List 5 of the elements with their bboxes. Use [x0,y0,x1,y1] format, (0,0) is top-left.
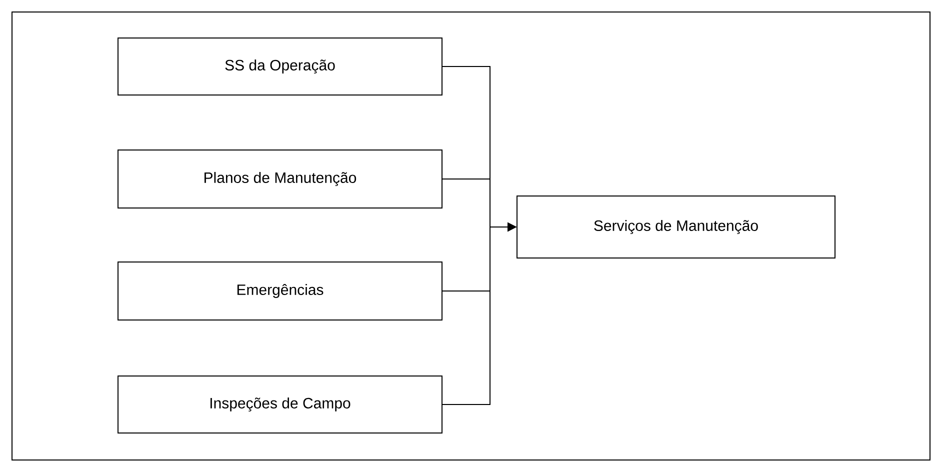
process-box: SS da Operação [118,38,442,96]
process-box: Planos de Manutenção [118,149,442,208]
process-box: Inspeções de Campo [118,375,442,434]
process-box: Serviços de Manutenção [516,196,836,258]
process-box: Emergências [118,262,442,320]
